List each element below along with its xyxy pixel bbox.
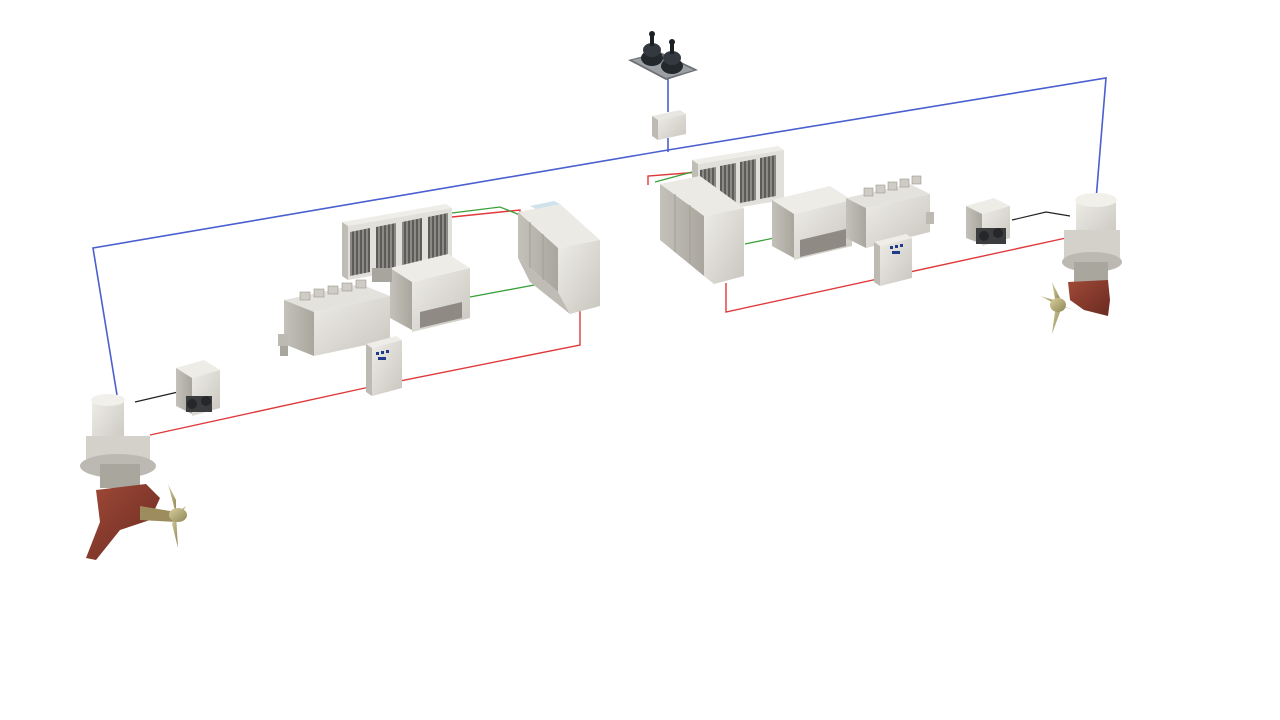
starboard-diesel-engine <box>846 175 934 248</box>
control-junction-box <box>652 110 686 140</box>
signal-lines <box>134 211 1071 403</box>
port-azimuth-thruster <box>80 394 187 560</box>
generator-line <box>469 282 546 298</box>
port-steering-unit <box>176 360 220 416</box>
control-line <box>92 77 1107 396</box>
signal-line <box>134 391 179 403</box>
starboard-engine-control-cabinet <box>874 234 912 286</box>
port-switchboard <box>518 201 600 314</box>
power-line <box>451 209 521 240</box>
starboard-switchboard <box>660 176 744 284</box>
signal-line <box>1011 211 1071 221</box>
power-line <box>647 171 701 185</box>
power-line <box>725 237 1067 313</box>
propeller-icon <box>168 484 187 548</box>
propeller-icon <box>1040 282 1074 334</box>
joystick-icon <box>661 39 683 74</box>
generator-line <box>654 171 693 183</box>
control-panel-icon <box>376 350 389 360</box>
power-line <box>149 310 581 436</box>
starboard-generator <box>772 186 852 260</box>
joystick-icon <box>641 31 663 66</box>
generator-line <box>451 206 521 216</box>
bridge-control-consoles <box>628 31 698 80</box>
port-generator <box>372 254 470 332</box>
starboard-steering-unit <box>966 198 1010 246</box>
port-diesel-engine <box>278 279 390 356</box>
power-lines <box>149 171 1067 436</box>
port-engine-control-cabinet <box>366 336 402 396</box>
starboard-azimuth-thruster <box>1040 193 1122 334</box>
control-panel-icon <box>890 244 903 254</box>
control-network-lines <box>92 76 1107 396</box>
